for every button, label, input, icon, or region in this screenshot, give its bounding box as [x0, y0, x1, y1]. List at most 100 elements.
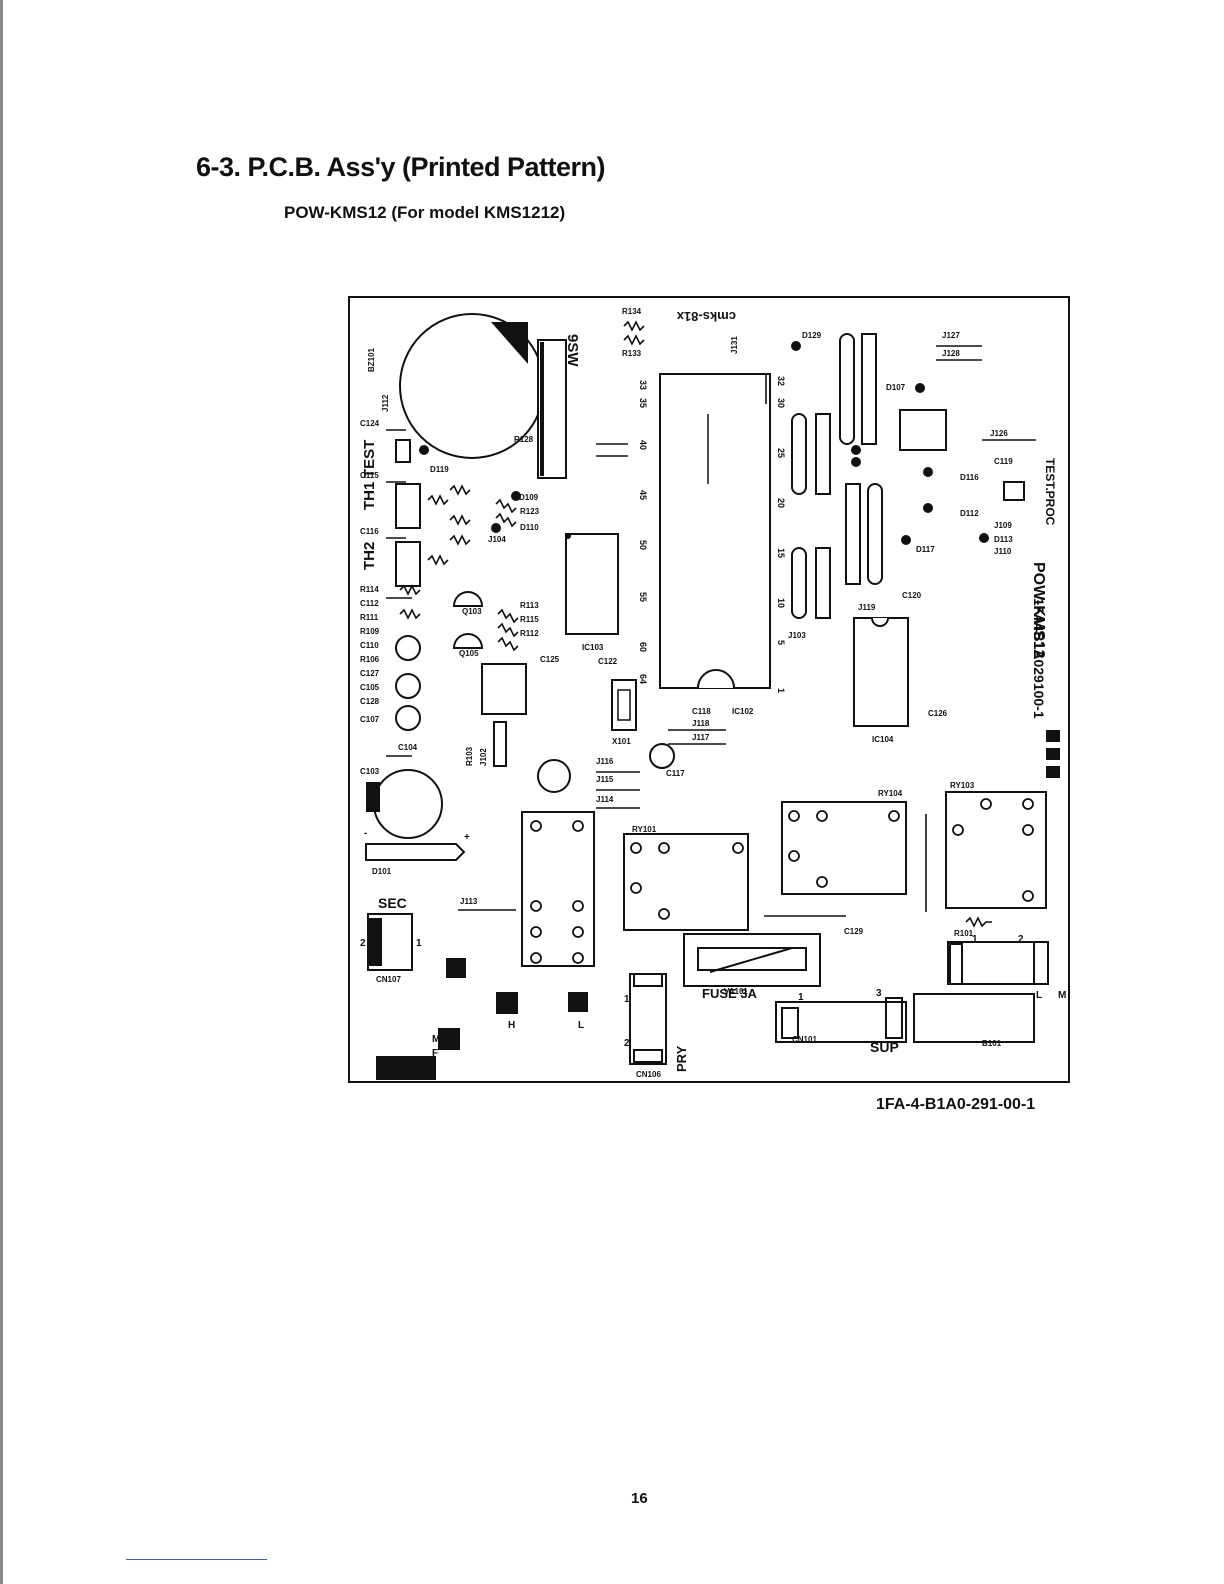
footer-rule [126, 1559, 267, 1560]
svg-text:C122: C122 [598, 657, 618, 666]
svg-text:D116: D116 [960, 473, 979, 482]
svg-text:TEST: TEST [361, 440, 378, 478]
svg-text:TEST.PROC: TEST.PROC [1043, 458, 1057, 526]
svg-text:J112: J112 [381, 394, 390, 412]
svg-text:C119: C119 [994, 457, 1013, 466]
svg-text:POW-KMS12: POW-KMS12 [1030, 562, 1047, 659]
svg-text:1: 1 [416, 938, 422, 949]
svg-text:D119: D119 [430, 465, 449, 474]
svg-text:50: 50 [638, 540, 648, 550]
svg-text:C104: C104 [398, 743, 418, 752]
svg-text:C103: C103 [360, 767, 380, 776]
svg-text:C118: C118 [692, 707, 711, 716]
svg-text:PRY: PRY [674, 1045, 689, 1072]
svg-text:IC104: IC104 [872, 735, 894, 744]
svg-text:D129: D129 [802, 331, 822, 340]
svg-text:R101: R101 [954, 929, 974, 938]
svg-text:L: L [578, 1020, 584, 1031]
svg-text:1: 1 [798, 992, 804, 1003]
svg-text:2: 2 [624, 1038, 630, 1049]
page-edge-shadow [0, 0, 3, 1584]
svg-text:J127: J127 [942, 331, 960, 340]
svg-text:TH2: TH2 [361, 542, 378, 570]
svg-text:RY103: RY103 [950, 781, 975, 790]
svg-text:64: 64 [638, 674, 648, 684]
svg-text:R106: R106 [360, 655, 380, 664]
svg-text:Q105: Q105 [459, 649, 479, 658]
svg-text:2: 2 [1018, 934, 1024, 945]
svg-text:IC103: IC103 [582, 643, 604, 652]
svg-text:J114: J114 [596, 795, 614, 804]
svg-text:D110: D110 [520, 523, 539, 532]
svg-text:R112: R112 [520, 629, 539, 638]
buzzer-marker [491, 322, 528, 364]
svg-text:C120: C120 [902, 591, 922, 600]
svg-text:J102: J102 [479, 748, 488, 766]
svg-text:25: 25 [776, 448, 786, 458]
svg-text:C124: C124 [360, 419, 380, 428]
svg-text:D117: D117 [916, 545, 935, 554]
svg-text:R113: R113 [520, 601, 539, 610]
svg-text:32: 32 [776, 376, 786, 386]
svg-text:R123: R123 [520, 507, 540, 516]
svg-text:33: 33 [638, 380, 648, 390]
svg-text:Q103: Q103 [462, 607, 482, 616]
svg-text:C117: C117 [666, 769, 685, 778]
svg-text:D107: D107 [886, 383, 906, 392]
svg-text:15: 15 [776, 548, 786, 558]
svg-text:J131: J131 [730, 336, 739, 354]
svg-text:2: 2 [360, 938, 366, 949]
svg-text:D109: D109 [519, 493, 539, 502]
svg-text:3: 3 [876, 988, 882, 999]
svg-text:20: 20 [776, 498, 786, 508]
page-number: 16 [631, 1490, 648, 1507]
svg-text:R111: R111 [360, 613, 379, 622]
svg-text:J103: J103 [788, 631, 806, 640]
svg-text:IC102: IC102 [732, 707, 754, 716]
svg-text:55: 55 [638, 592, 648, 602]
svg-text:R133: R133 [622, 349, 642, 358]
drawing-part-number: 1FA-4-B1A0-291-00-1 [876, 1096, 1036, 1113]
svg-text:60: 60 [638, 642, 648, 652]
svg-text:J116: J116 [596, 757, 614, 766]
svg-text:C115: C115 [360, 471, 379, 480]
svg-text:R114: R114 [360, 585, 379, 594]
svg-text:C129: C129 [844, 927, 864, 936]
svg-text:R115: R115 [520, 615, 539, 624]
svg-text:1: 1 [972, 934, 978, 945]
svg-text:J117: J117 [692, 733, 710, 742]
svg-text:J118: J118 [692, 719, 710, 728]
svg-text:L: L [1036, 990, 1042, 1001]
svg-text:CN106: CN106 [636, 1070, 661, 1079]
svg-text:M: M [1058, 990, 1066, 1001]
board-outline [348, 296, 1070, 1083]
svg-text:D101: D101 [372, 867, 392, 876]
svg-text:C127: C127 [360, 669, 380, 678]
svg-text:H: H [456, 962, 463, 973]
section-title: 6-3. P.C.B. Ass'y (Printed Pattern) [196, 152, 606, 182]
svg-text:R128: R128 [514, 435, 534, 444]
svg-text:cmks-81x: cmks-81x [676, 309, 736, 324]
svg-text:SEC: SEC [378, 895, 407, 911]
svg-text:R134: R134 [622, 307, 642, 316]
svg-text:35: 35 [638, 398, 648, 408]
svg-text:J109: J109 [994, 521, 1012, 530]
pcb-printed-pattern: BZ101 J112 C124 C115 C116 R114 C112 R111… [348, 296, 1070, 1083]
svg-text:1FA4B1A029100-1: 1FA4B1A029100-1 [1031, 598, 1047, 719]
svg-text:5: 5 [776, 640, 786, 645]
svg-text:R109: R109 [360, 627, 380, 636]
svg-text:J110: J110 [994, 547, 1012, 556]
svg-text:F: F [432, 1048, 438, 1059]
svg-text:10: 10 [776, 598, 786, 608]
svg-text:J119: J119 [858, 603, 876, 612]
svg-text:CN101: CN101 [792, 1035, 817, 1044]
svg-text:C125: C125 [540, 655, 560, 664]
svg-text:40: 40 [638, 440, 648, 450]
svg-text:9SW: 9SW [564, 334, 581, 367]
section-subtitle: POW-KMS12 (For model KMS1212) [284, 203, 566, 222]
svg-text:D113: D113 [994, 535, 1013, 544]
svg-text:J126: J126 [990, 429, 1008, 438]
svg-text:45: 45 [638, 490, 648, 500]
svg-text:X101: X101 [612, 737, 631, 746]
svg-text:-: - [364, 828, 367, 839]
